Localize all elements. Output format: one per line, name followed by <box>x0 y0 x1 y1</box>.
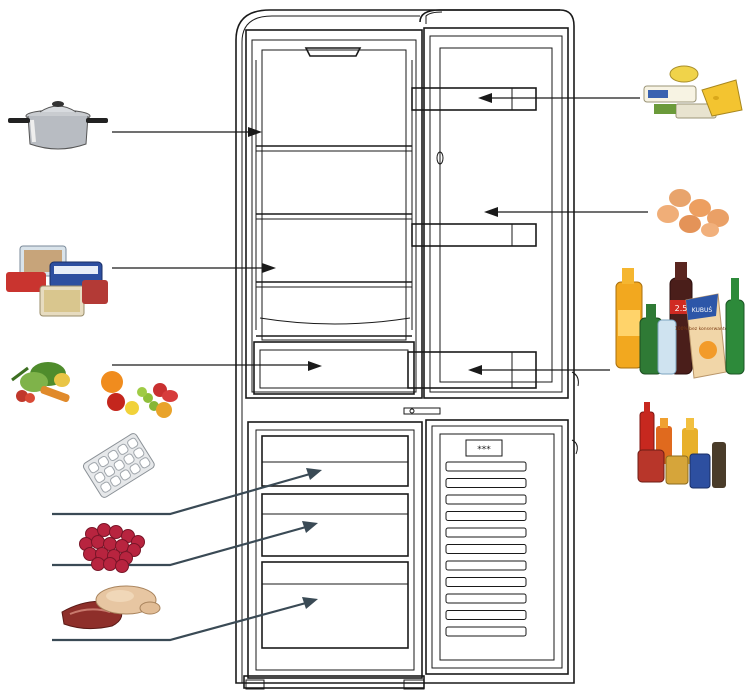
arrow-eggs-to-door-middle <box>484 207 648 217</box>
carton-label-top: KUBUŚ <box>692 307 713 314</box>
ice-cube <box>127 437 139 449</box>
fridge-shelf-3 <box>256 281 412 288</box>
ice-cube <box>88 462 100 474</box>
freezer-display <box>465 439 503 457</box>
crisper-drawer <box>253 341 415 395</box>
berry <box>109 525 123 539</box>
sauces-icon <box>637 402 726 489</box>
door-shelf-top <box>411 87 537 111</box>
freezer-stars: *** <box>477 445 491 455</box>
ice-cubes-icon <box>82 433 155 498</box>
arrow-vegetables-to-crisper <box>112 361 322 371</box>
freezer-drawer-3 <box>261 561 409 649</box>
vegetables-icon <box>11 362 70 403</box>
frozen-berries-icon <box>79 523 145 573</box>
fridge-shelf-1 <box>256 145 412 152</box>
meat-icon <box>61 585 161 630</box>
pot-icon <box>8 101 108 150</box>
freezer-door-rib <box>445 577 527 587</box>
freezer-door-rib <box>445 610 527 620</box>
arrow-meat-to-freezer-drawer-3 <box>52 597 318 642</box>
light-fixture <box>304 47 362 57</box>
berry <box>97 523 111 537</box>
door-shelf-middle <box>411 223 537 247</box>
eggs-icon <box>657 189 729 237</box>
prepared-food-icon <box>6 245 108 317</box>
freezer-door-rib <box>445 511 527 521</box>
ice-cube <box>100 481 112 493</box>
arrow-bottles-to-door-bottom <box>468 365 610 375</box>
ice-cube <box>133 447 145 459</box>
freezer-door-rib <box>445 560 527 571</box>
ice-cube <box>123 453 135 465</box>
freezer-door-ribs <box>445 461 527 637</box>
arrow-prepared-food-to-middle-shelf <box>112 263 276 273</box>
ice-cube <box>97 455 109 468</box>
ice-cube <box>113 459 125 471</box>
ice-cube <box>110 475 122 487</box>
freezer-door-rib <box>445 461 527 472</box>
ice-cube <box>139 457 151 469</box>
berry <box>91 557 105 571</box>
freezer-door-rib <box>445 527 527 538</box>
freezer-door-rib <box>445 626 527 637</box>
arrow-pot-to-upper-shelf <box>112 127 262 137</box>
arrow-ice-to-freezer-drawer-1 <box>52 468 322 516</box>
fridge-shelf-2 <box>256 213 412 220</box>
fridge-door <box>407 27 579 399</box>
carton-label-mid: 100% bez konserwantów <box>675 325 732 332</box>
fridge-body <box>235 9 575 690</box>
ice-cube <box>119 469 131 481</box>
placement-arrows <box>52 93 648 642</box>
freezer-door-rib <box>445 593 527 604</box>
ice-cube <box>94 471 106 483</box>
cola-label: 2.5 <box>675 304 688 313</box>
berry <box>115 559 129 573</box>
freezer-drawer-2 <box>261 493 409 557</box>
ice-cube <box>107 449 119 462</box>
freezer-door-rib <box>445 544 527 554</box>
middle-hinge <box>403 407 441 415</box>
dairy-icon <box>643 65 743 119</box>
freezer-door-rib <box>445 494 527 505</box>
ice-cube <box>129 463 141 475</box>
arrow-dairy-to-door-top <box>478 93 640 103</box>
fruit-icon <box>101 371 178 418</box>
bottles-icon: 2.5 KUBUŚ 100% bez konserwantów <box>615 262 745 379</box>
freezer-drawer-1 <box>261 435 409 487</box>
freezer-door-rib <box>445 478 527 488</box>
ice-cube <box>103 465 116 477</box>
berry <box>103 557 117 571</box>
freezer-door: *** <box>425 419 578 675</box>
freezer-compartment <box>247 421 423 679</box>
berry <box>91 535 105 549</box>
ice-cube <box>117 443 129 455</box>
fridge-compartment <box>245 29 423 399</box>
